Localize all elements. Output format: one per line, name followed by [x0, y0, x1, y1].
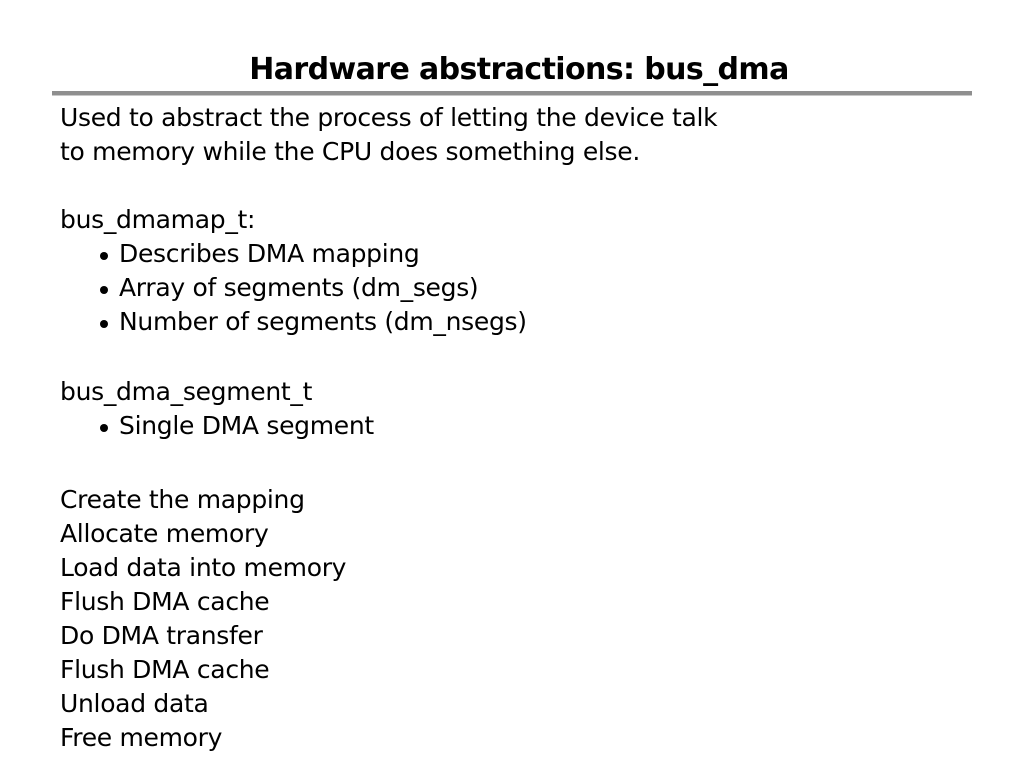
dmamap-bullet-list: Describes DMA mapping Array of segments … — [60, 237, 527, 339]
dmamap-section: bus_dmamap_t: Describes DMA mapping Arra… — [60, 203, 527, 339]
step-item: Do DMA transfer — [60, 621, 263, 650]
bullet-dot-icon — [100, 424, 108, 432]
step-item: Free memory — [60, 723, 223, 752]
steps-list: Create the mapping Allocate memory Load … — [60, 483, 346, 755]
title-divider — [52, 91, 972, 96]
bullet-text: Single DMA segment — [119, 411, 374, 440]
bullet-text: Describes DMA mapping — [119, 239, 420, 268]
slide-title: Hardware abstractions: bus_dma — [249, 52, 789, 87]
dmamap-heading: bus_dmamap_t: — [60, 205, 256, 234]
step-item: Flush DMA cache — [60, 655, 270, 684]
step-item: Allocate memory — [60, 519, 269, 548]
intro-paragraph: Used to abstract the process of letting … — [60, 101, 718, 169]
intro-line: Used to abstract the process of letting … — [60, 103, 718, 132]
intro-line: to memory while the CPU does something e… — [60, 137, 641, 166]
bullet-item: Array of segments (dm_segs) — [100, 271, 527, 305]
bullet-dot-icon — [100, 252, 108, 260]
step-item: Flush DMA cache — [60, 587, 270, 616]
bullet-item: Describes DMA mapping — [100, 237, 527, 271]
step-item: Create the mapping — [60, 485, 305, 514]
bullet-item: Single DMA segment — [100, 409, 374, 443]
segment-bullet-list: Single DMA segment — [60, 409, 374, 443]
bullet-dot-icon — [100, 320, 108, 328]
bullet-dot-icon — [100, 286, 108, 294]
step-item: Load data into memory — [60, 553, 347, 582]
segment-heading: bus_dma_segment_t — [60, 377, 313, 406]
segment-section: bus_dma_segment_t Single DMA segment — [60, 375, 374, 443]
bullet-text: Number of segments (dm_nsegs) — [119, 307, 527, 336]
bullet-item: Number of segments (dm_nsegs) — [100, 305, 527, 339]
bullet-text: Array of segments (dm_segs) — [119, 273, 479, 302]
step-item: Unload data — [60, 689, 209, 718]
